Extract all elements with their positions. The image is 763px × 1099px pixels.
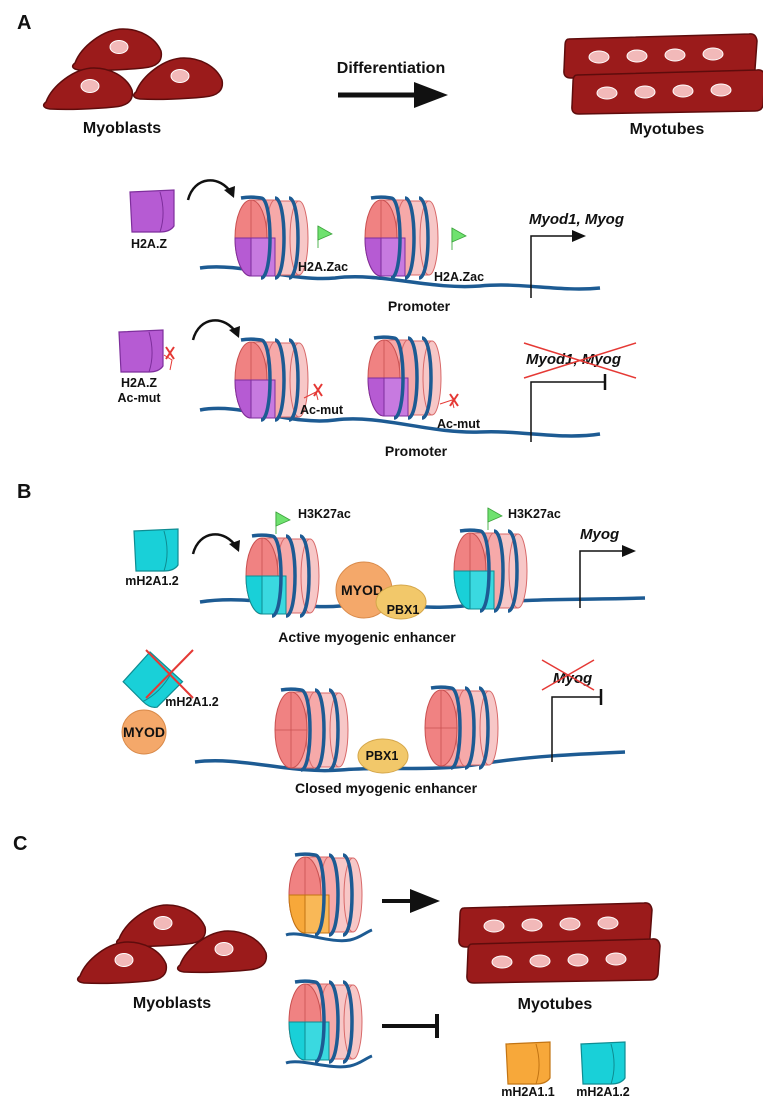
myod-label: MYOD	[341, 582, 383, 598]
cross-icon	[313, 383, 323, 397]
dna-strand	[285, 1054, 373, 1069]
panel-label-c: C	[13, 833, 27, 855]
panel-c-myoblasts	[76, 904, 268, 985]
acmut-mark-label-2: Ac-mut	[437, 417, 481, 431]
flag-icon	[451, 227, 467, 251]
repression-bar-icon	[530, 381, 604, 442]
panel-c-myoblasts-label: Myoblasts	[133, 995, 211, 1012]
repression-bar-icon	[551, 696, 600, 762]
h2az-variant-icon	[129, 189, 175, 233]
cell-icon	[42, 67, 134, 111]
acetyl-mark-label-1: H2A.Zac	[298, 260, 348, 274]
pbx1-protein-closed	[357, 738, 409, 774]
myotubes	[563, 33, 763, 115]
panel-b-row2: mH2A1.2 MYOD PBX1 Myog Closed myogenic e…	[121, 649, 626, 796]
macroh2a12-variant-icon	[133, 528, 179, 572]
closed-enhancer-label: Closed myogenic enhancer	[295, 780, 478, 796]
active-enhancer-label: Active myogenic enhancer	[278, 629, 456, 645]
panel-c-myotubes	[458, 902, 661, 984]
acmut-mark-label-1: Ac-mut	[300, 403, 344, 417]
transcription-arrow-icon	[530, 235, 578, 298]
cell-icon	[71, 28, 163, 72]
myotube-icon	[466, 938, 661, 984]
h3k27ac-label-2: H3K27ac	[508, 507, 561, 521]
legend-mh2a12: mH2A1.2	[576, 1085, 630, 1099]
target-genes-active: Myod1, Myog	[529, 211, 624, 228]
myog-active: Myog	[580, 526, 619, 543]
macroh2a12-variant-icon	[580, 1041, 626, 1085]
differentiation-label: Differentiation	[337, 60, 445, 77]
cross-icon	[541, 659, 595, 691]
myod-free-label: MYOD	[123, 724, 165, 740]
repression-bar-icon	[382, 1014, 439, 1038]
differentiation-arrow	[338, 82, 448, 108]
h2az-acmut-label-line1: H2A.Z	[121, 376, 157, 390]
h3k27ac-label-1: H3K27ac	[298, 507, 351, 521]
macroh2a11-variant-icon	[505, 1041, 551, 1085]
panel-c-myotubes-label: Myotubes	[518, 996, 593, 1013]
nucleosome-icon	[368, 337, 441, 418]
cell-icon	[115, 904, 207, 948]
mh2a12-label: mH2A1.2	[125, 574, 179, 588]
nucleosome-icon	[289, 854, 362, 935]
myoblasts-label: Myoblasts	[83, 120, 161, 137]
acetyl-mark-label-2: H2A.Zac	[434, 270, 484, 284]
nucleosome-icon	[246, 535, 319, 616]
nucleosome-icon	[454, 530, 527, 611]
promote-arrow	[382, 889, 440, 913]
transcription-arrow-icon	[579, 550, 628, 608]
myotube-icon	[571, 69, 763, 115]
nucleosome-icon	[235, 339, 308, 420]
incorporation-arrow-icon	[191, 319, 242, 342]
myoblast-cells	[42, 28, 224, 111]
legend-mh2a11: mH2A1.1	[501, 1085, 555, 1099]
cross-icon	[145, 649, 194, 699]
panel-a-row2: H2A.Z Ac-mut Ac-mut Ac-mut Myod1, Myog P…	[117, 319, 637, 459]
panel-c-nucleosomes	[285, 854, 373, 1069]
nucleosome-icon	[289, 981, 362, 1062]
pbx1-label: PBX1	[387, 603, 420, 617]
pbx1-protein	[375, 584, 427, 620]
nucleosome-icon	[365, 197, 438, 278]
incorporation-arrow-icon	[186, 179, 237, 202]
flag-icon	[317, 225, 333, 249]
flag-icon	[275, 511, 291, 535]
panel-label-b: B	[17, 481, 31, 503]
myotubes-label: Myotubes	[630, 121, 705, 138]
cross-icon	[523, 342, 637, 379]
pbx1-closed-label: PBX1	[366, 749, 399, 763]
incorporation-arrow-icon	[191, 533, 242, 556]
h2az-acmut-variant-icon	[118, 329, 164, 373]
flag-icon	[487, 507, 503, 531]
panel-b-row1: mH2A1.2 H3K27ac H3K27ac MYOD PBX1 Myog A…	[125, 507, 646, 645]
promoter-label-2: Promoter	[385, 443, 448, 459]
myod-protein-free	[121, 709, 167, 755]
panel-a-row1: H2A.Z H2A.Zac H2A.Zac Myod1, Myog Promot…	[129, 179, 624, 314]
dna-strand	[194, 750, 626, 773]
legend: mH2A1.1 mH2A1.2	[501, 1041, 630, 1099]
panel-label-a: A	[17, 12, 31, 34]
promoter-label-1: Promoter	[388, 298, 451, 314]
dna-strand	[285, 928, 373, 943]
cross-icon	[165, 346, 175, 360]
target-genes-repressed: Myod1, Myog	[526, 351, 621, 368]
h2az-acmut-label-line2: Ac-mut	[117, 391, 161, 405]
cell-icon	[76, 941, 168, 985]
mh2a12-label-2: mH2A1.2	[165, 695, 219, 709]
h2az-label: H2A.Z	[131, 237, 167, 251]
